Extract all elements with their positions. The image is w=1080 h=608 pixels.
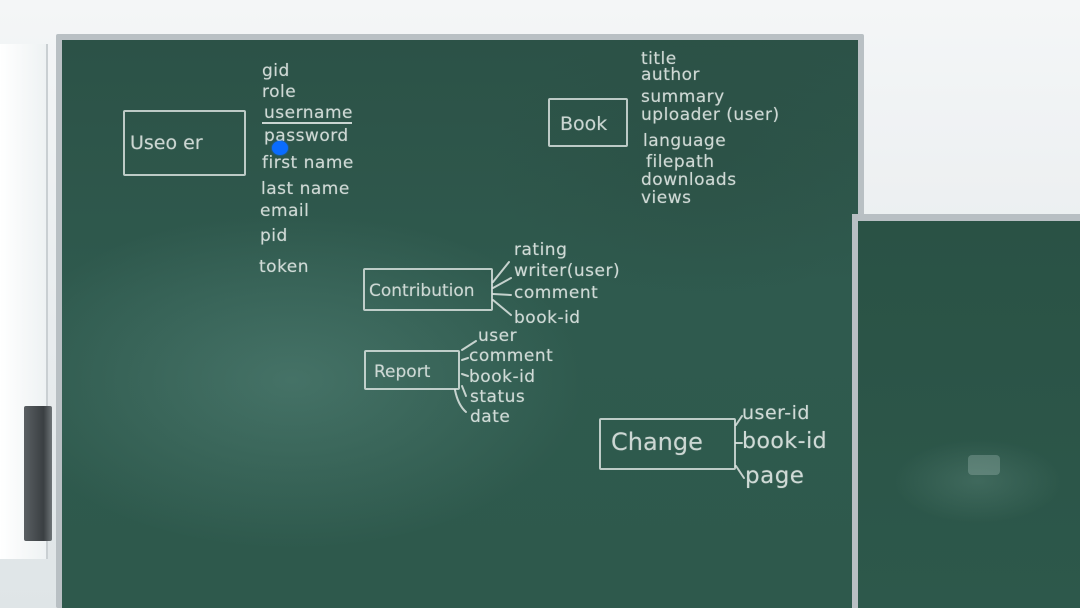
user-entity-box <box>123 110 246 176</box>
book-attr-uploader: uploader (user) <box>641 105 780 125</box>
contribution-attr-writer: writer(user) <box>514 261 621 281</box>
contribution-link-comment <box>492 293 512 296</box>
report-attr-bookid: book-id <box>469 367 536 387</box>
user-attr-email: email <box>260 201 310 221</box>
user-attr-last-name: last name <box>261 179 350 199</box>
user-attr-role: role <box>262 82 297 102</box>
report-attr-comment: comment <box>469 346 554 366</box>
contribution-link-writer <box>492 277 512 289</box>
user-entity-label: Useo er <box>130 132 203 154</box>
blue-marker-dot <box>272 141 288 155</box>
contribution-link-rating <box>492 261 510 283</box>
contribution-entity-box <box>363 268 493 311</box>
change-entity-label: Change <box>611 428 703 456</box>
contribution-link-bookid <box>492 299 512 316</box>
report-entity-label: Report <box>374 362 431 382</box>
contribution-attr-bookid: book-id <box>514 308 581 328</box>
user-attr-first-name: first name <box>262 153 354 173</box>
contribution-entity-label: Contribution <box>369 281 475 301</box>
book-entity-label: Book <box>560 113 608 135</box>
change-entity-box <box>599 418 736 470</box>
user-attr-pid: pid <box>260 226 288 246</box>
user-attr-token: token <box>259 257 310 277</box>
user-attr-username: username <box>264 103 353 123</box>
report-link-user <box>461 340 477 351</box>
report-attr-date: date <box>470 407 511 427</box>
contribution-attr-rating: rating <box>514 240 568 260</box>
change-link-userid <box>735 415 743 426</box>
report-link-status <box>461 385 467 397</box>
change-attr-page: page <box>745 463 805 489</box>
book-attr-summary: summary <box>641 87 725 107</box>
change-link-page <box>735 465 745 479</box>
change-attr-userid: user-id <box>742 402 810 424</box>
report-attr-user: user <box>478 326 518 346</box>
report-link-bookid <box>461 373 469 377</box>
book-attr-filepath: filepath <box>646 152 715 172</box>
book-attr-language: language <box>643 131 727 151</box>
report-link-date <box>454 389 467 413</box>
username-underline <box>262 122 352 124</box>
report-attr-status: status <box>470 387 526 407</box>
book-entity-box <box>548 98 628 147</box>
book-attr-views: views <box>641 188 692 208</box>
chalk-smudge <box>968 455 1000 475</box>
contribution-attr-comment: comment <box>514 283 599 303</box>
side-chalkboard <box>858 221 1080 608</box>
change-attr-bookid: book-id <box>742 429 828 454</box>
book-attr-title: title <box>641 49 677 69</box>
report-link-comment <box>461 357 469 361</box>
report-entity-box <box>364 350 460 390</box>
user-attr-password: password <box>264 126 349 146</box>
book-attr-downloads: downloads <box>641 170 737 190</box>
wall-fixture <box>24 406 52 541</box>
user-attr-gid: gid <box>262 61 290 81</box>
chalkboard <box>62 40 858 608</box>
book-attr-author: author <box>641 65 701 85</box>
